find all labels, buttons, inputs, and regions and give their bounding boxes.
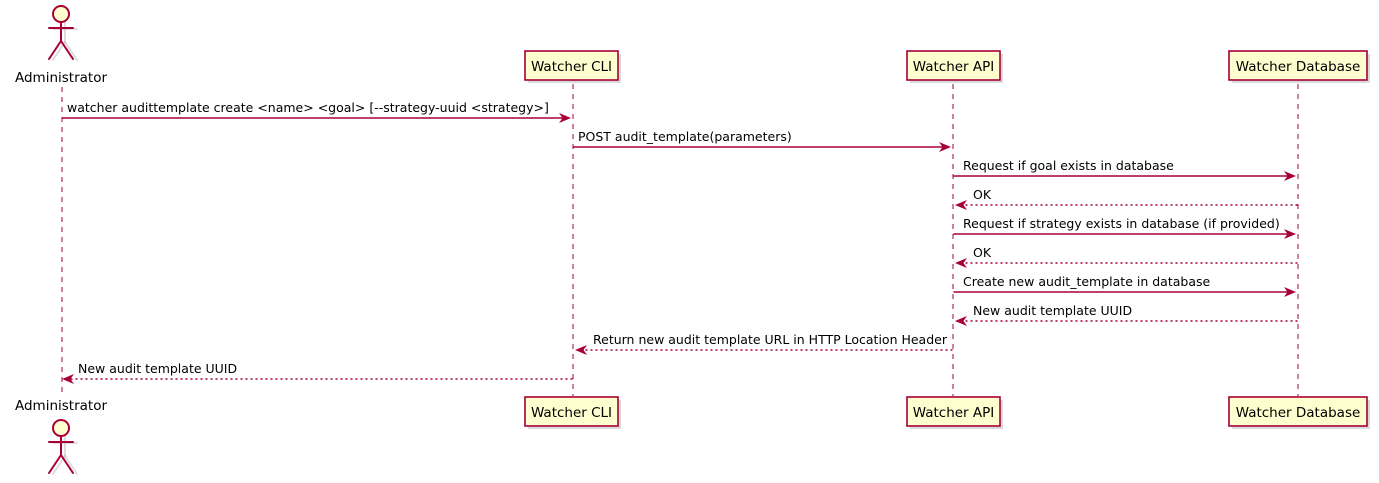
- box-rect: [1228, 50, 1368, 81]
- arrow-head-left: [955, 316, 967, 326]
- arrow-head-right: [1284, 171, 1296, 181]
- message-label: OK: [973, 187, 992, 202]
- message-label: Request if strategy exists in database (…: [963, 216, 1280, 231]
- participant-label-watcher-database-bottom: Watcher Database: [1236, 405, 1361, 421]
- lifelines: [61, 84, 1299, 396]
- actor-administrator-bottom[interactable]: Administrator: [15, 398, 107, 475]
- message-label: Return new audit template URL in HTTP Lo…: [593, 332, 948, 347]
- box-rect: [524, 396, 619, 427]
- actor-shadow-top: [52, 18, 78, 61]
- actor-head-icon: [52, 419, 70, 437]
- message-label: Request if goal exists in database: [963, 158, 1174, 173]
- participant-label-watcher-cli-top: Watcher CLI: [531, 59, 612, 75]
- message-3[interactable]: Request if goal exists in database: [953, 158, 1297, 181]
- arrow-head-right: [559, 113, 571, 123]
- arrow-head-right: [1284, 229, 1296, 239]
- participant-box-watcher-database-top[interactable]: Watcher Database: [1228, 50, 1370, 83]
- message-6[interactable]: OK: [955, 245, 1298, 268]
- actor-label-administrator-bottom: Administrator: [15, 398, 107, 414]
- message-8[interactable]: New audit template UUID: [955, 303, 1298, 326]
- arrow-head-left: [575, 345, 587, 355]
- message-4[interactable]: OK: [955, 187, 1298, 210]
- arrow-head-left: [955, 258, 967, 268]
- message-1[interactable]: watcher audittemplate create <name> <goa…: [62, 100, 572, 123]
- actor-right-leg-line: [60, 40, 74, 60]
- arrow-head-right: [939, 142, 951, 152]
- message-7[interactable]: Create new audit_template in database: [953, 274, 1297, 297]
- message-10[interactable]: New audit template UUID: [62, 361, 573, 384]
- message-5[interactable]: Request if strategy exists in database (…: [953, 216, 1297, 239]
- arrow-head-left: [62, 374, 74, 384]
- actor-shadow-bottom: [52, 432, 78, 475]
- participant-box-watcher-cli-top[interactable]: Watcher CLI: [524, 50, 621, 83]
- message-label: OK: [973, 245, 992, 260]
- participant-label-watcher-cli-bottom: Watcher CLI: [531, 405, 612, 421]
- box-rect: [906, 396, 1001, 427]
- participant-label-watcher-api-top: Watcher API: [913, 59, 995, 75]
- message-2[interactable]: POST audit_template(parameters): [573, 129, 952, 152]
- participant-box-watcher-api-top[interactable]: Watcher API: [906, 50, 1003, 83]
- message-label: POST audit_template(parameters): [578, 129, 792, 144]
- participant-label-watcher-api-bottom: Watcher API: [913, 405, 995, 421]
- box-rect: [524, 50, 619, 81]
- message-label: watcher audittemplate create <name> <goa…: [67, 100, 549, 115]
- message-label: New audit template UUID: [973, 303, 1132, 318]
- actor-label-administrator-top: Administrator: [15, 70, 107, 86]
- participant-box-watcher-api-bottom[interactable]: Watcher API: [906, 396, 1003, 429]
- box-rect: [1228, 396, 1368, 427]
- message-9[interactable]: Return new audit template URL in HTTP Lo…: [575, 332, 953, 355]
- actor-administrator-top[interactable]: Administrator: [15, 5, 107, 86]
- arrow-head-left: [955, 200, 967, 210]
- message-label: New audit template UUID: [78, 361, 237, 376]
- arrow-head-right: [1284, 287, 1296, 297]
- actor-left-leg-line: [48, 40, 62, 60]
- participant-box-watcher-cli-bottom[interactable]: Watcher CLI: [524, 396, 621, 429]
- box-rect: [906, 50, 1001, 81]
- actor-head-icon: [52, 5, 70, 23]
- message-label: Create new audit_template in database: [963, 274, 1210, 289]
- participant-box-watcher-database-bottom[interactable]: Watcher Database: [1228, 396, 1370, 429]
- actor-left-leg-line: [48, 454, 62, 474]
- participant-label-watcher-database-top: Watcher Database: [1236, 59, 1361, 75]
- actor-right-leg-line: [60, 454, 74, 474]
